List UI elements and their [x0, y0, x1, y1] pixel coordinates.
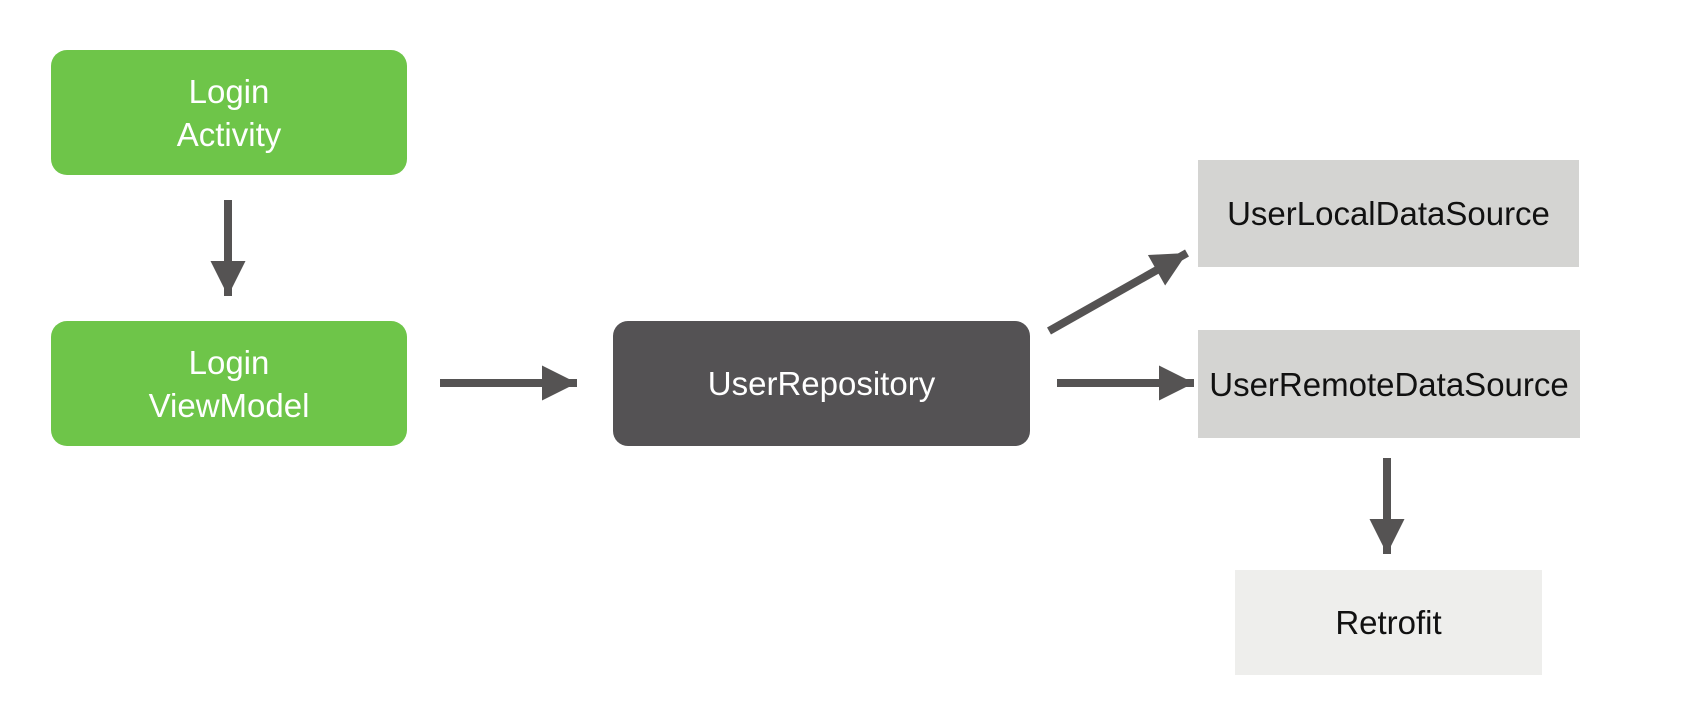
node-user-remote-datasource: UserRemoteDataSource — [1198, 330, 1580, 438]
node-login-viewmodel-label-line1: Login — [188, 343, 270, 381]
node-retrofit-label: Retrofit — [1335, 604, 1442, 641]
node-login-viewmodel-label-line2: ViewModel — [148, 386, 310, 424]
node-user-repository: UserRepository — [613, 321, 1030, 446]
edge-repository-to-localdatasource — [1047, 249, 1189, 335]
node-user-remote-datasource-label: UserRemoteDataSource — [1209, 365, 1569, 403]
node-user-local-datasource: UserLocalDataSource — [1198, 160, 1579, 267]
node-user-repository-label: UserRepository — [707, 365, 936, 402]
node-user-local-datasource-label: UserLocalDataSource — [1227, 195, 1550, 232]
node-login-activity-label-line1: Login — [188, 72, 270, 110]
node-login-activity: Login Activity — [51, 50, 407, 175]
node-login-activity-label-line2: Activity — [176, 115, 282, 153]
node-retrofit: Retrofit — [1235, 570, 1542, 675]
node-login-viewmodel: Login ViewModel — [51, 321, 407, 446]
